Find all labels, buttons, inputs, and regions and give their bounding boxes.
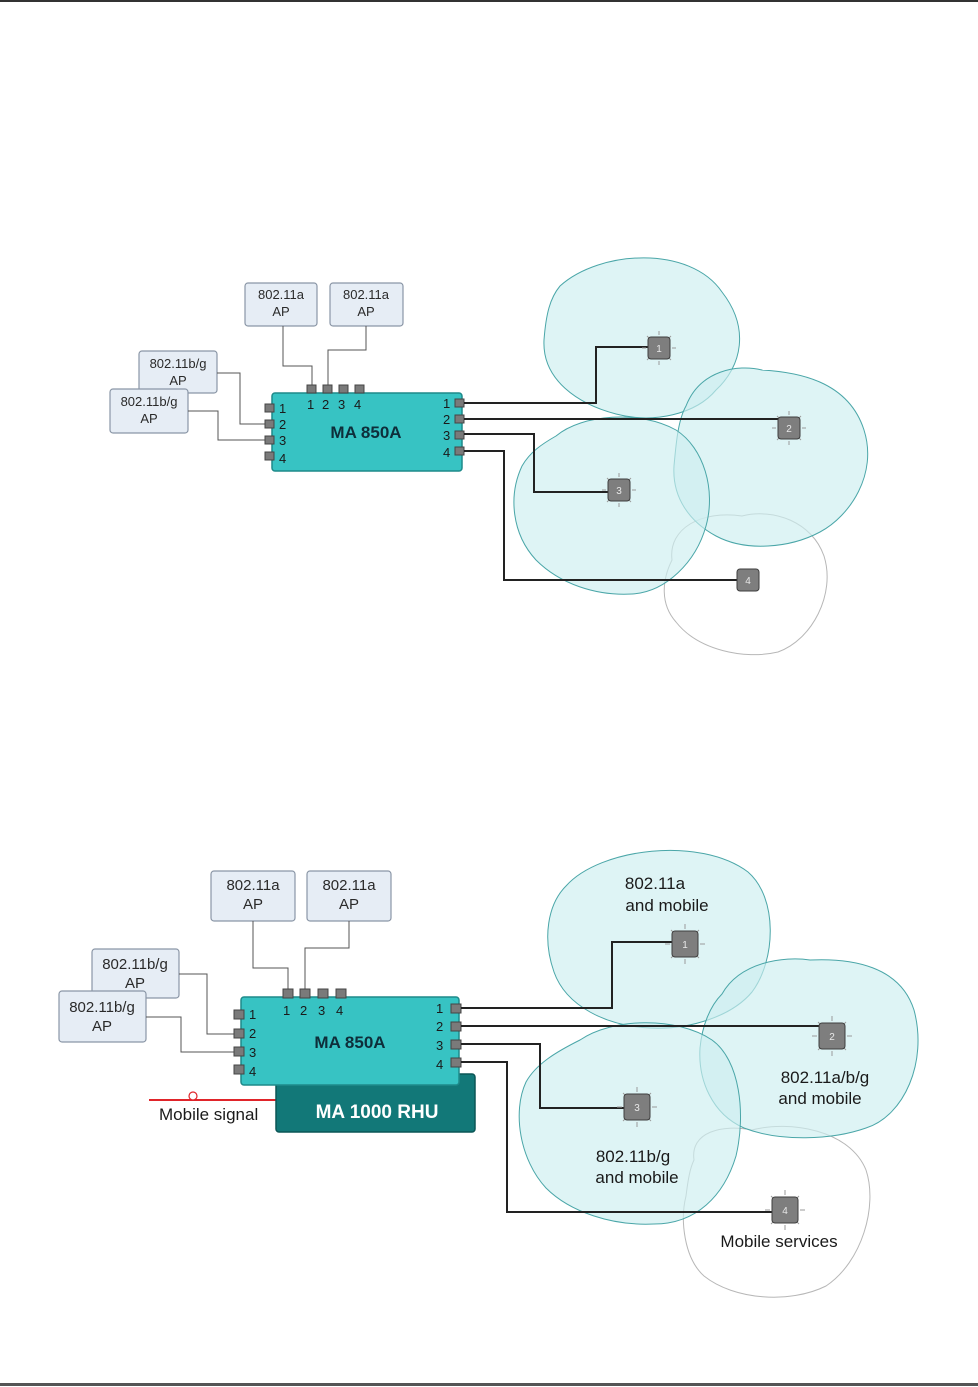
svg-text:3: 3 — [443, 428, 450, 443]
svg-text:1: 1 — [307, 397, 314, 412]
svg-text:2: 2 — [443, 412, 450, 427]
mobile-signal-node — [189, 1092, 197, 1100]
wire-ap-left-1 — [179, 974, 235, 1034]
svg-text:2: 2 — [279, 417, 286, 432]
ap-left-2: 802.11b/g AP — [110, 389, 188, 433]
diagram-wlan-mobile-distribution: 802.11a AP 802.11a AP 802.11b/g AP 802.1… — [0, 835, 978, 1305]
wire-ap-top-1 — [283, 326, 312, 386]
svg-text:AP: AP — [169, 373, 186, 388]
svg-text:2: 2 — [829, 1032, 835, 1043]
svg-text:2: 2 — [322, 397, 329, 412]
svg-text:3: 3 — [616, 486, 622, 497]
wire-ap-left-2 — [188, 411, 266, 440]
svg-text:4: 4 — [436, 1057, 443, 1072]
svg-text:1: 1 — [436, 1001, 443, 1016]
svg-text:2: 2 — [786, 424, 792, 435]
hub-label: MA 850A — [314, 1033, 385, 1052]
svg-text:and mobile: and mobile — [595, 1168, 678, 1187]
svg-text:1: 1 — [283, 1003, 290, 1018]
wire-ap-left-1 — [217, 373, 266, 424]
wire-ap-top-1 — [253, 921, 288, 990]
svg-text:2: 2 — [249, 1026, 256, 1041]
top-rule — [0, 0, 978, 2]
svg-text:802.11b/g: 802.11b/g — [69, 999, 135, 1016]
svg-text:1: 1 — [682, 940, 688, 951]
svg-text:2: 2 — [300, 1003, 307, 1018]
svg-text:802.11a: 802.11a — [258, 287, 305, 302]
wire-ap-top-2 — [328, 326, 366, 386]
svg-text:802.11a: 802.11a — [625, 874, 686, 893]
ap-left-1: 802.11b/g AP — [139, 351, 217, 393]
svg-text:AP: AP — [357, 304, 374, 319]
svg-text:4: 4 — [782, 1206, 788, 1217]
hub-label: MA 850A — [330, 423, 401, 442]
svg-text:3: 3 — [436, 1038, 443, 1053]
svg-text:4: 4 — [336, 1003, 343, 1018]
coverage-zone-3 — [514, 417, 710, 594]
svg-text:and mobile: and mobile — [625, 896, 708, 915]
svg-text:1: 1 — [249, 1007, 256, 1022]
svg-text:AP: AP — [339, 896, 359, 913]
diagram-wlan-distribution: 802.11a AP 802.11a AP 802.11b/g AP 802.1… — [0, 250, 978, 670]
antenna-4: 4 — [737, 569, 759, 591]
mobile-signal-label: Mobile signal — [159, 1105, 258, 1124]
coverage-zone-3 — [519, 1023, 740, 1224]
svg-text:1: 1 — [279, 401, 286, 416]
svg-text:802.11a: 802.11a — [226, 877, 280, 894]
ap-top-1: 802.11a AP — [245, 283, 317, 326]
svg-text:2: 2 — [436, 1019, 443, 1034]
zone-label-4: Mobile services — [720, 1232, 837, 1251]
rhu-label: MA 1000 RHU — [316, 1102, 439, 1123]
svg-text:802.11a: 802.11a — [322, 877, 376, 894]
svg-text:AP: AP — [125, 975, 145, 992]
svg-text:802.11a: 802.11a — [343, 287, 390, 302]
ap-top-2: 802.11a AP — [330, 283, 403, 326]
svg-text:1: 1 — [656, 344, 662, 355]
svg-text:3: 3 — [338, 397, 345, 412]
svg-text:802.11a/b/g: 802.11a/b/g — [781, 1068, 870, 1087]
svg-text:802.11b/g: 802.11b/g — [121, 394, 178, 409]
wire-ap-top-2 — [305, 921, 349, 990]
svg-text:4: 4 — [745, 576, 751, 587]
svg-text:AP: AP — [272, 304, 289, 319]
svg-text:802.11b/g: 802.11b/g — [596, 1147, 670, 1166]
svg-text:AP: AP — [243, 896, 263, 913]
svg-text:1: 1 — [443, 396, 450, 411]
ap-left-2: 802.11b/g AP — [59, 991, 146, 1042]
svg-text:and mobile: and mobile — [778, 1089, 861, 1108]
svg-text:AP: AP — [140, 411, 157, 426]
svg-text:4: 4 — [354, 397, 361, 412]
svg-text:Mobile services: Mobile services — [720, 1232, 837, 1251]
bottom-rule — [0, 1383, 978, 1386]
svg-text:4: 4 — [443, 445, 450, 460]
svg-text:AP: AP — [92, 1018, 112, 1035]
svg-text:3: 3 — [249, 1045, 256, 1060]
svg-text:802.11b/g: 802.11b/g — [150, 356, 207, 371]
ap-top-2: 802.11a AP — [307, 871, 391, 921]
svg-text:3: 3 — [279, 433, 286, 448]
svg-text:802.11b/g: 802.11b/g — [102, 956, 168, 973]
ap-top-1: 802.11a AP — [211, 871, 295, 921]
svg-text:3: 3 — [634, 1103, 640, 1114]
svg-text:4: 4 — [249, 1064, 256, 1079]
svg-text:4: 4 — [279, 451, 286, 466]
svg-text:3: 3 — [318, 1003, 325, 1018]
